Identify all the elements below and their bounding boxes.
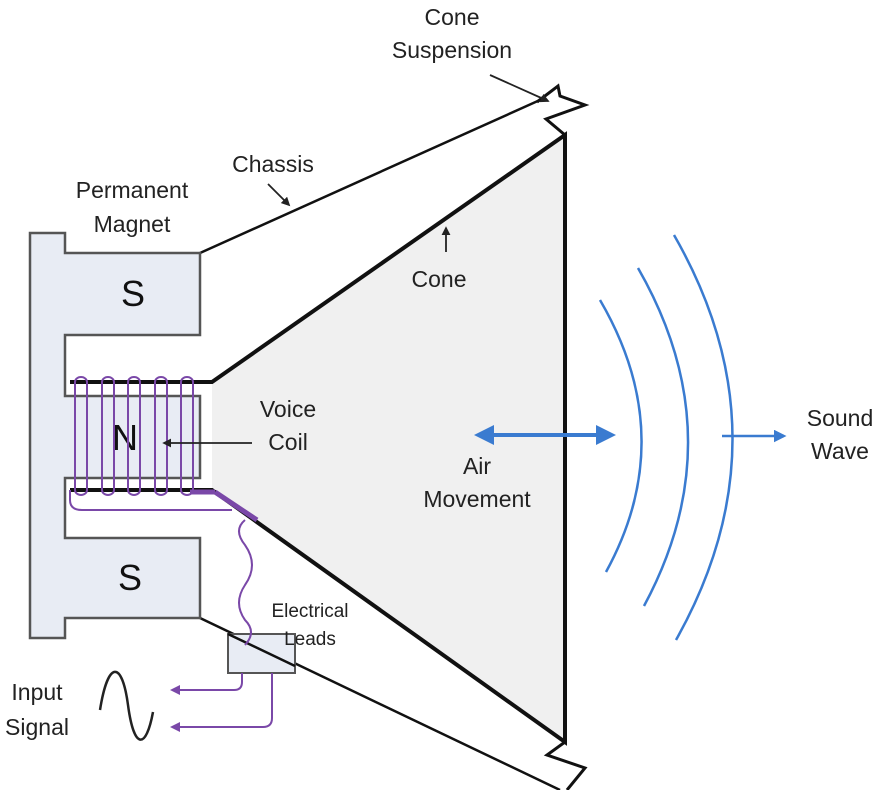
cone-suspension-bottom bbox=[543, 740, 588, 790]
label-input-signal-2: Signal bbox=[5, 714, 69, 740]
label-cone-suspension-2: Suspension bbox=[392, 37, 512, 63]
label-voice-coil-1: Voice bbox=[260, 396, 316, 422]
label-permanent-magnet-1: Permanent bbox=[76, 177, 189, 203]
label-input-signal-1: Input bbox=[11, 679, 63, 705]
cone bbox=[212, 135, 565, 742]
label-permanent-magnet-2: Magnet bbox=[94, 211, 171, 237]
chassis-pointer bbox=[267, 183, 291, 207]
pole-south-bottom: S bbox=[118, 557, 142, 598]
chassis-top bbox=[199, 98, 541, 255]
label-sound-wave-1: Sound bbox=[807, 405, 874, 431]
label-cone-suspension-1: Cone bbox=[425, 4, 480, 30]
sine-wave-icon bbox=[98, 670, 155, 741]
label-sound-wave-2: Wave bbox=[811, 438, 869, 464]
voice-coil bbox=[69, 376, 273, 732]
label-air-movement-2: Movement bbox=[423, 486, 531, 512]
label-electrical-leads-1: Electrical bbox=[271, 601, 348, 622]
cone-suspension-top bbox=[536, 83, 590, 137]
label-cone: Cone bbox=[412, 266, 467, 292]
suspension-pointer bbox=[489, 74, 550, 103]
sound-waves bbox=[598, 234, 734, 641]
pole-north: N bbox=[112, 417, 138, 458]
pole-south-top: S bbox=[121, 273, 145, 314]
label-chassis: Chassis bbox=[232, 151, 314, 177]
label-voice-coil-2: Coil bbox=[268, 429, 308, 455]
label-air-movement-1: Air bbox=[463, 453, 491, 479]
label-electrical-leads-2: Leads bbox=[284, 629, 336, 650]
